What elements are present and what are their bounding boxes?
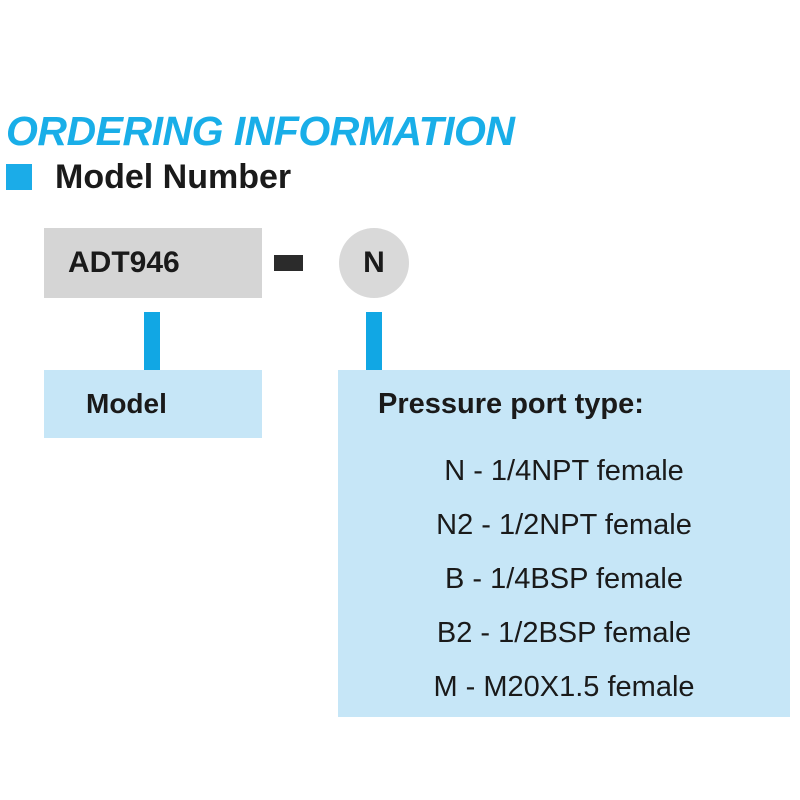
model-description-label: Model — [86, 388, 167, 419]
port-type-option: N2 - 1/2NPT female — [436, 509, 692, 541]
square-bullet-icon — [6, 164, 32, 190]
model-code-suffix-circle: N — [339, 228, 409, 298]
port-type-option: M - M20X1.5 female — [433, 671, 695, 703]
port-type-description-panel: Pressure port type: N - 1/4NPT female N2… — [338, 370, 790, 717]
dash-separator-icon — [274, 255, 303, 271]
connector-stem-port — [366, 312, 382, 370]
page-title: ORDERING INFORMATION — [6, 108, 515, 155]
model-description-panel: Model — [44, 370, 262, 438]
connector-stem-model — [144, 312, 160, 370]
model-code-base-box: ADT946 — [44, 228, 262, 298]
subsection-model-number: Model Number — [6, 160, 291, 194]
model-code-suffix-value: N — [363, 246, 385, 279]
model-code-base-value: ADT946 — [68, 246, 180, 279]
port-type-option: B2 - 1/2BSP female — [436, 617, 692, 649]
port-type-option: N - 1/4NPT female — [444, 455, 684, 487]
subsection-title: Model Number — [55, 158, 292, 196]
port-type-title: Pressure port type: — [378, 388, 644, 420]
port-type-option-list: N - 1/4NPT female N2 - 1/2NPT female B -… — [338, 444, 790, 714]
port-type-option: B - 1/4BSP female — [444, 563, 684, 595]
